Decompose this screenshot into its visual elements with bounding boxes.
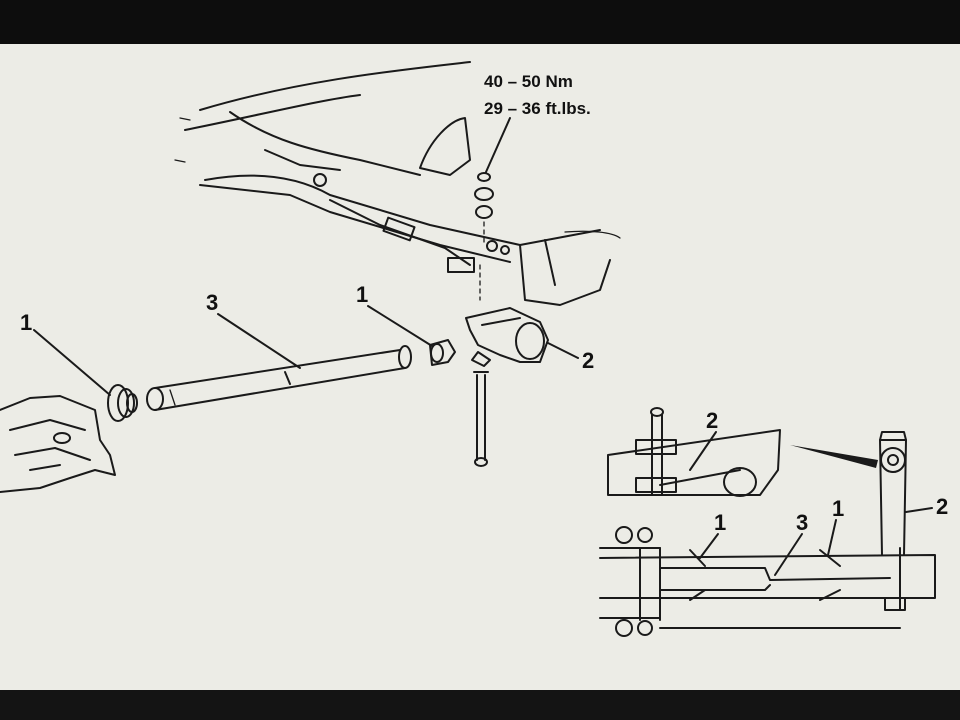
vehicle-frame — [174, 61, 621, 306]
lateral-rod — [146, 345, 412, 411]
leader-rod — [217, 313, 301, 369]
inset-vertical-bracket — [879, 431, 907, 556]
leader-bushing-left — [33, 329, 111, 396]
torque-leader-line — [485, 117, 511, 173]
inset-callout-bushing-left: 1 — [714, 510, 726, 535]
inset-callout-bushing-right: 1 — [832, 496, 844, 521]
torque-nm-label: 40 – 50 Nm — [484, 72, 573, 91]
inset-leader-rod — [774, 533, 803, 576]
inset-leader-bracket-side — [905, 507, 933, 513]
leader-bushing-right — [367, 305, 433, 347]
dark-border — [0, 690, 960, 720]
manual-page — [0, 44, 960, 690]
left-mount-bracket — [0, 395, 116, 493]
callout-bushing-left: 1 — [20, 310, 32, 335]
torque-ftlbs-label: 29 – 36 ft.lbs. — [484, 99, 591, 118]
bushing-right — [429, 339, 456, 366]
callout-rod: 3 — [206, 290, 218, 315]
inset-leader-bushing-right — [827, 519, 837, 556]
bushing-left — [107, 384, 138, 422]
inset-leader-bracket-top — [689, 431, 717, 471]
inset-bracket-detail — [607, 407, 878, 497]
inset-callout-rod: 3 — [796, 510, 808, 535]
callout-bracket: 2 — [582, 348, 594, 373]
callout-bushing-right: 1 — [356, 282, 368, 307]
axle-bracket — [465, 307, 549, 467]
leader-bracket — [547, 342, 579, 359]
inset-rod-assembly — [599, 526, 936, 637]
inset-callout-bracket-top: 2 — [706, 408, 718, 433]
inset-callout-bracket-side: 2 — [936, 494, 948, 519]
inset-leader-bushing-left — [699, 533, 719, 559]
